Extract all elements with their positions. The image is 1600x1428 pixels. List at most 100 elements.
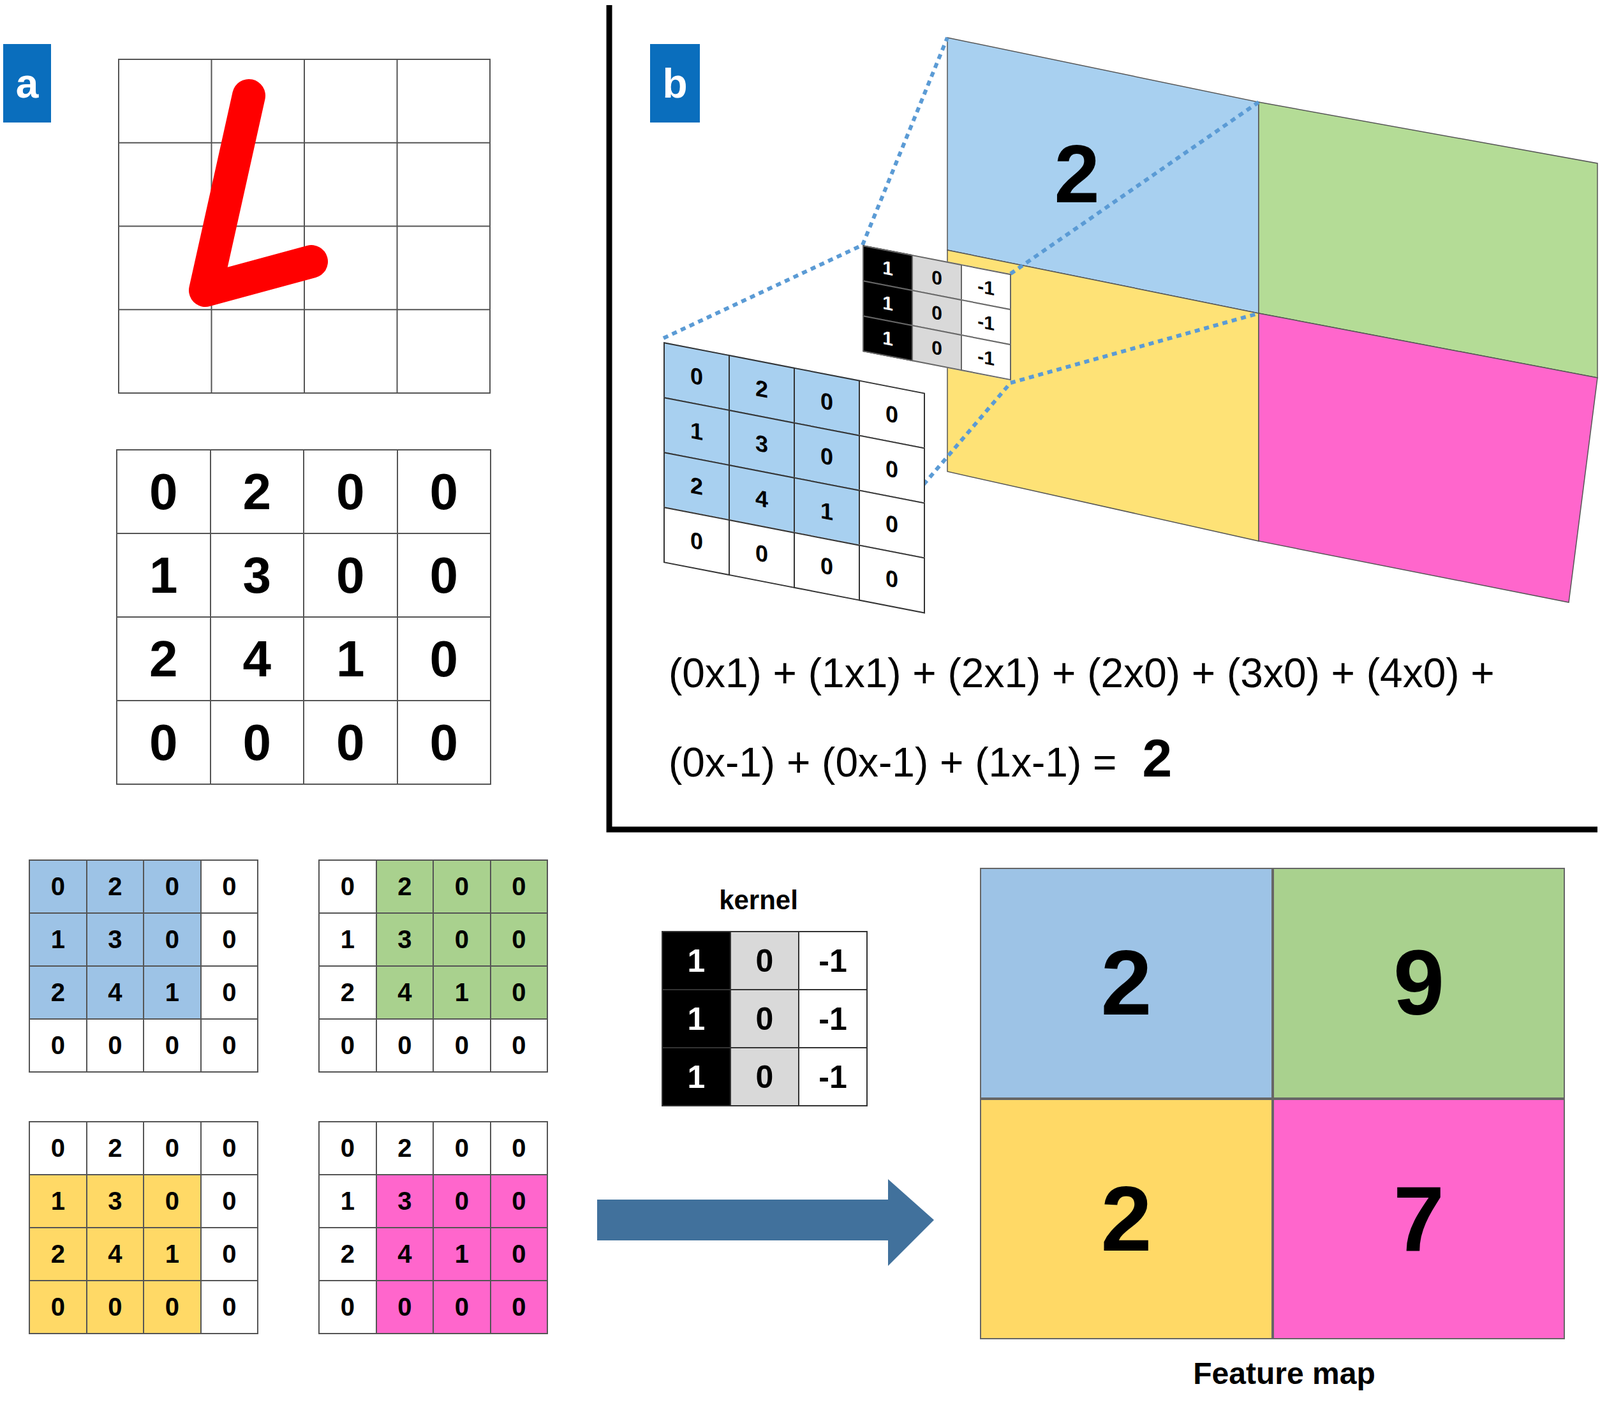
grid-cell: 0 bbox=[858, 544, 926, 614]
cell-value: 1 bbox=[882, 291, 894, 316]
cell-value: 0 bbox=[755, 1000, 774, 1038]
grid-cell: 0 bbox=[489, 1173, 549, 1229]
cell-value: 1 bbox=[165, 977, 180, 1007]
grid-cell: 4 bbox=[86, 965, 145, 1020]
grid-cell: 0 bbox=[28, 859, 88, 914]
cell-value: 0 bbox=[340, 1133, 355, 1163]
projection-lines bbox=[663, 37, 1259, 550]
grid-cell: 1 bbox=[28, 1173, 88, 1229]
grid-cell: 0 bbox=[28, 1279, 88, 1334]
cell-value: 1 bbox=[690, 416, 704, 446]
grid-cell: 0 bbox=[142, 1173, 202, 1229]
grid-cell: 4 bbox=[86, 1226, 145, 1282]
grid-cell: 0 bbox=[303, 532, 399, 618]
panel-badge: a bbox=[3, 44, 52, 123]
grid-cell: 0 bbox=[728, 519, 795, 589]
grid-cell: 0 bbox=[729, 988, 800, 1049]
grid-cell: 3 bbox=[209, 532, 305, 618]
cell-value: 0 bbox=[885, 564, 899, 594]
grid-cell: 2 bbox=[375, 859, 435, 914]
grid-cell: 2 bbox=[116, 616, 212, 702]
cell-value: 0 bbox=[149, 462, 178, 522]
grid-cell: 0 bbox=[375, 1279, 435, 1334]
grid-cell: 0 bbox=[200, 965, 260, 1020]
grid-cell: 1 bbox=[318, 1173, 378, 1229]
cell-value: 0 bbox=[222, 1030, 237, 1060]
grid-cell: 0 bbox=[729, 930, 800, 991]
grid-cell: 0 bbox=[200, 912, 260, 967]
cell-value: 0 bbox=[454, 925, 469, 954]
grid-cell: 0 bbox=[318, 1018, 378, 1073]
cell-value: 2 bbox=[690, 471, 704, 501]
equation-line: (0x1) + (1x1) + (2x1) + (2x0) + (3x0) + … bbox=[668, 649, 1495, 697]
input-grid: 0200130024100000 bbox=[318, 859, 547, 1072]
cell-value: 0 bbox=[243, 713, 272, 772]
skewed-input-grid: 0200130024100000 bbox=[663, 341, 924, 612]
cell-value: 2 bbox=[755, 374, 769, 404]
cell-value: 0 bbox=[51, 872, 66, 901]
cell-value: 0 bbox=[222, 872, 237, 901]
grid-cell: 0 bbox=[396, 449, 492, 534]
cell-value: 0 bbox=[885, 454, 899, 485]
cell-value: 0 bbox=[222, 1133, 237, 1163]
cell-value: 0 bbox=[336, 462, 365, 522]
grid-cell: 0 bbox=[396, 616, 492, 702]
cell-value: 0 bbox=[222, 925, 237, 954]
grid-cell: 0 bbox=[432, 1173, 492, 1229]
input-grid: 0200130024100000 bbox=[28, 1120, 258, 1333]
cell-value: 4 bbox=[107, 977, 122, 1007]
cell-value: 4 bbox=[243, 629, 272, 689]
grid-cell: 3 bbox=[86, 912, 145, 967]
cell-value: 1 bbox=[149, 546, 178, 605]
node-text: 2 bbox=[1100, 930, 1152, 1037]
grid-cell: 4 bbox=[209, 616, 305, 702]
grid-cell: 1 bbox=[432, 1226, 492, 1282]
grid-cell: 4 bbox=[375, 965, 435, 1020]
grid-cell: 0 bbox=[142, 912, 202, 967]
cell-value: 0 bbox=[511, 1030, 526, 1060]
cell-value: 4 bbox=[397, 1239, 412, 1269]
cell-value: 2 bbox=[340, 1239, 355, 1269]
cell-value: 0 bbox=[336, 546, 365, 605]
grid-cell: 3 bbox=[375, 1173, 435, 1229]
node-text: 2 bbox=[1100, 1166, 1152, 1273]
cell-value: 0 bbox=[931, 336, 943, 360]
grid-cell: 0 bbox=[432, 1120, 492, 1176]
cell-value: 2 bbox=[243, 462, 272, 522]
grid-cell: -1 bbox=[798, 930, 868, 991]
cell-value: 3 bbox=[397, 1186, 412, 1216]
node-text: b bbox=[662, 59, 688, 108]
grid-cell: 2 bbox=[86, 859, 145, 914]
grid-cell: 0 bbox=[396, 699, 492, 785]
grid-cell: 0 bbox=[729, 1046, 800, 1107]
cell-value: 0 bbox=[511, 1239, 526, 1269]
grid-cell: 3 bbox=[375, 912, 435, 967]
cell-value: 4 bbox=[397, 977, 412, 1007]
node-text: a bbox=[15, 59, 39, 108]
input-grid: 0200130024100000 bbox=[318, 1120, 547, 1333]
grid-cell: 0 bbox=[663, 506, 730, 576]
cell-value: 1 bbox=[882, 256, 894, 281]
grid-cell: 0 bbox=[396, 532, 492, 618]
grid-cell: 0 bbox=[432, 859, 492, 914]
node-text: 9 bbox=[1393, 930, 1445, 1037]
cell-value: 0 bbox=[454, 1133, 469, 1163]
cell-value: 0 bbox=[165, 1292, 180, 1322]
cell-value: 0 bbox=[429, 713, 459, 772]
grid-cell: 1 bbox=[318, 912, 378, 967]
grid-cell: 0 bbox=[116, 449, 212, 534]
kernel-label: kernel bbox=[718, 884, 799, 916]
feature-cell: 2 bbox=[979, 1098, 1273, 1340]
cell-value: 0 bbox=[931, 301, 943, 325]
grid-cell: 0 bbox=[489, 1226, 549, 1282]
grid-cell: 0 bbox=[142, 1120, 202, 1176]
number-table: 0200130024100000 bbox=[116, 449, 490, 784]
cell-value: 0 bbox=[511, 977, 526, 1007]
grid-cell: 1 bbox=[661, 1046, 732, 1107]
grid-cell: 0 bbox=[318, 859, 378, 914]
grid-cell: -1 bbox=[798, 1046, 868, 1107]
equation-line: (0x-1) + (0x-1) + (1x-1) = bbox=[668, 738, 1117, 786]
grid-cell: 4 bbox=[375, 1226, 435, 1282]
grid-cell: 2 bbox=[86, 1120, 145, 1176]
grid-cell: 0 bbox=[489, 859, 549, 914]
